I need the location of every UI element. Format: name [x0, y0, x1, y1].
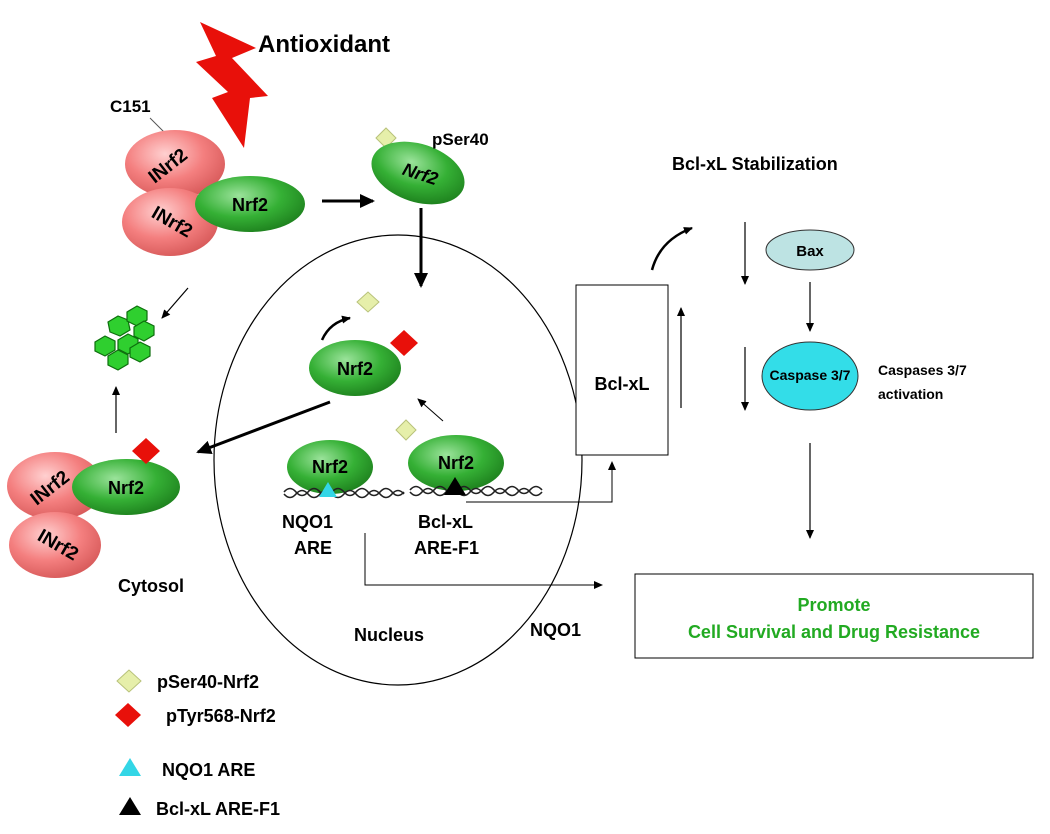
bax-node: Bax — [765, 229, 855, 271]
lightning-bolt-icon — [196, 22, 268, 148]
nrf2-bound-bottom: Nrf2 — [72, 438, 180, 515]
nrf2-ptyr568: Nrf2 — [309, 330, 418, 396]
nqo1-label: NQO1 — [530, 620, 581, 640]
nrf2-label: Nrf2 — [232, 195, 268, 215]
promote-label: Cell Survival and Drug Resistance — [688, 622, 980, 642]
nqo1-arrow — [364, 533, 603, 589]
pser40-label: pSer40 — [432, 130, 489, 149]
inrf2-dimer-bottom: INrf2 INrf2 — [7, 452, 103, 578]
ptyr568-diamond-icon — [390, 330, 418, 356]
promote-label: Promote — [797, 595, 870, 615]
bclxl-are-triangle-icon — [119, 797, 141, 815]
pser40-diamond-icon — [395, 419, 417, 441]
pser40-nrf2-free: Nrf2 — [371, 127, 465, 205]
legend-label: pTyr568-Nrf2 — [166, 706, 276, 726]
nrf2-on-nqo1-are: Nrf2 — [287, 440, 373, 494]
bclxl-are-label: ARE-F1 — [414, 538, 479, 558]
nrf2-bound-top: Nrf2 — [195, 176, 305, 232]
promote-box — [634, 573, 1034, 659]
caspases-activation-label: Caspases 3/7 — [878, 362, 967, 378]
ptyr568-diamond-icon — [115, 703, 141, 727]
legend: pSer40-Nrf2 pTyr568-Nrf2 NQO1 ARE Bcl-xL… — [115, 669, 280, 819]
bclxl-are-triangle-icon — [444, 477, 466, 495]
nrf2-label: Nrf2 — [438, 453, 474, 473]
legend-label: pSer40-Nrf2 — [157, 672, 259, 692]
nrf2-label: Nrf2 — [312, 457, 348, 477]
inrf2-dimer-top: INrf2 INrf2 — [122, 130, 225, 256]
pser40-diamond-icon — [375, 127, 397, 149]
pser40-diamond-icon — [356, 291, 380, 313]
bclxl-box-label: Bcl-xL — [594, 374, 649, 394]
legend-label: Bcl-xL ARE-F1 — [156, 799, 280, 819]
phosphorylation-arrow — [417, 398, 444, 422]
ptyr568-diamond-icon — [132, 438, 160, 464]
pser40-diamond-icon — [116, 669, 142, 693]
nrf2-on-bclxl-are: Nrf2 — [408, 435, 504, 491]
antioxidant-title: Antioxidant — [258, 31, 390, 58]
bclxl-stabilization-label: Bcl-xL Stabilization — [672, 154, 838, 174]
degraded-fragments-icon — [94, 305, 155, 371]
bclxl-are-label: Bcl-xL — [418, 512, 473, 532]
nucleus-membrane — [213, 234, 583, 686]
nuclear-export-arrow — [196, 400, 331, 454]
bax-label: Bax — [796, 243, 824, 260]
dna-strand-icon — [283, 485, 543, 499]
dephospho-arrow — [320, 315, 351, 341]
nqo1-are-triangle-icon — [119, 758, 141, 776]
nqo1-are-label: ARE — [294, 538, 332, 558]
nrf2-label: Nrf2 — [108, 478, 144, 498]
bclxl-transcription-arrow — [466, 461, 616, 503]
cytosol-label: Cytosol — [118, 576, 184, 596]
bclxl-box — [575, 284, 669, 456]
stabilization-arrow — [650, 226, 693, 271]
legend-label: NQO1 ARE — [162, 760, 255, 780]
nrf2-label: Nrf2 — [337, 359, 373, 379]
caspases-activation-label: activation — [878, 386, 943, 402]
nqo1-are-label: NQO1 — [282, 512, 333, 532]
nucleus-label: Nucleus — [354, 625, 424, 645]
caspase-label: Caspase 3/7 — [770, 367, 851, 383]
caspase-node: Caspase 3/7 — [761, 341, 859, 411]
c151-label: C151 — [110, 97, 151, 116]
degradation-arrow — [161, 287, 189, 319]
nqo1-are-triangle-icon — [319, 482, 337, 497]
